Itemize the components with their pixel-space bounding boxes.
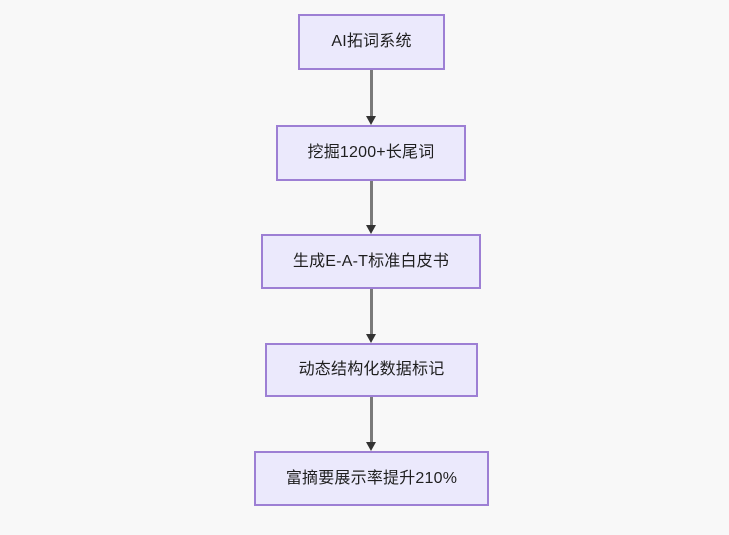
edge-line [370,397,373,442]
flow-node-ai-keyword-system[interactable]: AI拓词系统 [298,14,445,70]
flow-node-mine-longtail-keywords[interactable]: 挖掘1200+长尾词 [276,125,466,181]
edge-line [370,70,373,116]
arrowhead-down-icon [366,225,376,234]
edge-line [370,181,373,225]
flow-node-generate-eat-whitepaper[interactable]: 生成E-A-T标准白皮书 [261,234,481,289]
flow-node-label: 生成E-A-T标准白皮书 [292,252,450,270]
flow-node-rich-snippet-rate-increase[interactable]: 富摘要展示率提升210% [254,451,489,506]
arrowhead-down-icon [366,334,376,343]
flow-node-label: 动态结构化数据标记 [298,361,445,379]
flow-node-label: 挖掘1200+长尾词 [307,144,435,162]
flow-node-label: 富摘要展示率提升210% [285,469,458,487]
flow-node-dynamic-structured-data-markup[interactable]: 动态结构化数据标记 [265,343,478,397]
arrowhead-down-icon [366,442,376,451]
arrowhead-down-icon [366,116,376,125]
flow-node-label: AI拓词系统 [331,33,412,51]
edge-line [370,289,373,334]
